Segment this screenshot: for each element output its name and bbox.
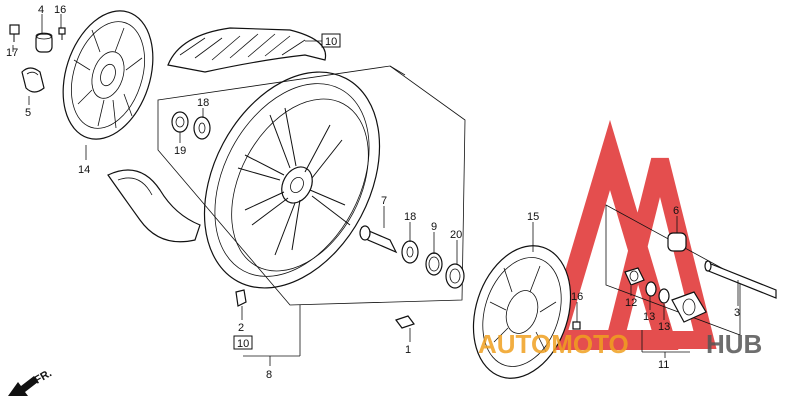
- label-13-a: 13: [643, 311, 655, 323]
- watermark-part2: HUB: [706, 329, 762, 359]
- label-10-upper: 10: [325, 36, 337, 48]
- part-labels: 4 16 17 5 14 18 19 10 7 18 9 20 15 16 6 …: [6, 4, 740, 381]
- label-1: 1: [405, 344, 411, 356]
- watermark-text: AUTOMOTO HUB: [478, 329, 762, 359]
- label-19: 19: [174, 145, 186, 157]
- label-18-upper: 18: [197, 97, 209, 109]
- collar-6: [667, 232, 687, 252]
- bolt-17: [9, 24, 20, 42]
- brake-disc-left: [62, 10, 154, 140]
- wheel-rim: [203, 71, 381, 289]
- label-12: 12: [625, 297, 637, 309]
- label-3: 3: [734, 307, 740, 319]
- label-18-lower: 18: [404, 211, 416, 223]
- label-14: 14: [78, 164, 90, 176]
- label-box-10-upper: [321, 33, 341, 48]
- seal-20: [445, 263, 465, 289]
- hub-11: [671, 291, 707, 323]
- label-4: 4: [38, 4, 44, 16]
- label-6: 6: [673, 205, 679, 217]
- label-13-b: 13: [658, 321, 670, 333]
- leader-lines: [12, 14, 739, 366]
- axle-assembly-outline: [605, 204, 741, 336]
- mudguard: [107, 169, 201, 243]
- collar-4: [35, 32, 53, 53]
- label-17: 17: [6, 47, 18, 59]
- label-16-right: 16: [571, 291, 583, 303]
- brake-disc-right: [472, 245, 572, 379]
- front-direction-arrow: FR.: [8, 367, 54, 396]
- watermark-part1: AUTOMOTO: [478, 329, 629, 359]
- bolt-16-left: [58, 27, 66, 40]
- tire: [167, 27, 327, 73]
- label-11: 11: [658, 359, 669, 371]
- label-9: 9: [431, 221, 437, 233]
- label-box-10-lower: [233, 335, 253, 350]
- label-15: 15: [527, 211, 539, 223]
- assembly-outline: [157, 65, 466, 306]
- nut-12: [624, 267, 645, 286]
- spacer-7: [359, 225, 398, 254]
- label-10-lower: 10: [237, 338, 249, 350]
- bearing-18-upper: [193, 116, 211, 140]
- washer-13b: [658, 288, 670, 304]
- valve-2: [235, 289, 247, 307]
- label-2: 2: [238, 322, 244, 334]
- bolt-16-right: [572, 321, 581, 330]
- washer-13a: [645, 281, 657, 297]
- axle-3: [704, 260, 777, 299]
- label-8: 8: [266, 369, 272, 381]
- label-20: 20: [450, 229, 462, 241]
- label-16-left: 16: [54, 4, 66, 16]
- balance-weight-1: [395, 315, 415, 329]
- direction-label: FR.: [33, 367, 54, 386]
- bearing-18-lower: [401, 240, 419, 264]
- circlip-9: [425, 252, 443, 276]
- label-5: 5: [25, 107, 31, 119]
- seal-19: [171, 111, 189, 133]
- seal-5: [21, 67, 45, 93]
- label-7: 7: [381, 195, 387, 207]
